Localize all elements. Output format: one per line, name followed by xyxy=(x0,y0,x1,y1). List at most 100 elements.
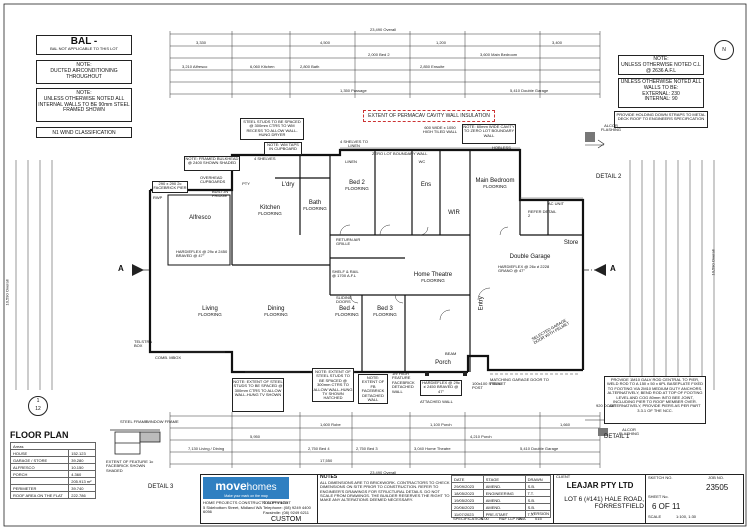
dim-top-1: 3,210 Alfresco xyxy=(182,64,208,69)
north-point-icon: N xyxy=(714,40,734,60)
notes-panel: NOTES ALL DIMENSIONS ARE TO BRICKWORK. C… xyxy=(317,474,452,523)
dim-top-6: 4,500 xyxy=(320,40,331,45)
table-row: 205.913 m² xyxy=(9,477,96,485)
room-bed-4-floor: FLOORING xyxy=(335,311,359,317)
room-bath-floor: FLOORING xyxy=(303,205,327,211)
room-wc: WC xyxy=(412,159,432,164)
dim-bot-1: 7,130 Living / Dining xyxy=(188,446,225,451)
shelf-rail-label: SHELF & RAIL @ 1700 A.F.L xyxy=(332,269,359,279)
permacav-insulation-note: EXTENT OF PERMACAV CAVITY WALL INSULATIO… xyxy=(363,110,495,122)
company-name: HOME PROJECTS CONSTRUCTION PTY LTD xyxy=(203,500,288,505)
room-bed-2-floor: FLOORING xyxy=(345,185,369,191)
detail-2-label: DETAIL 2 xyxy=(596,174,622,180)
dim-top-7: 3,400 xyxy=(552,40,563,45)
floor-plan-title: FLOOR PLAN xyxy=(10,430,69,440)
perimeter-value: 39.740 xyxy=(68,484,96,492)
built-in-fridge: BUILT-IN FRIDGE xyxy=(212,189,229,199)
overhead-cupboards: OVERHEAD CUPBOARDS xyxy=(200,175,226,185)
ceiling-note-head: NOTE: xyxy=(653,56,669,62)
rev-date: 18/05/2023 xyxy=(451,489,484,497)
sheet-no-label: SHEET No. xyxy=(648,494,669,499)
room-store: Store xyxy=(560,240,582,247)
section-marker-icon[interactable]: 1 12 xyxy=(28,396,48,416)
room-linen-name: LINEN xyxy=(345,159,357,164)
room-porch: Porch xyxy=(428,360,458,367)
room-kitchen-name: Kitchen xyxy=(259,205,280,211)
room-pantry: PTY xyxy=(236,181,256,186)
dim-bot-7: 17,550 xyxy=(320,458,333,463)
bal-sub: BAL NOT APPLICABLE TO THIS LOT xyxy=(50,46,118,51)
matching-garage-door: MATCHING GARAGE DOOR TO PELMET xyxy=(490,377,549,387)
room-porch-name: Porch xyxy=(435,360,451,366)
title-block: movehomes Make your mark on the map HOME… xyxy=(200,474,744,524)
detail3-label: DETAIL 3 xyxy=(148,484,174,490)
rev-stage: AMEND. xyxy=(482,482,526,490)
logo-homes: homes xyxy=(246,482,277,493)
detail3-window-frame: WINDOW FRAME xyxy=(146,419,179,424)
attached-wall: ATTACHED WALL xyxy=(420,399,453,404)
section-a-left: A xyxy=(118,264,124,273)
area-label xyxy=(9,477,70,485)
section-marker-num: 1 xyxy=(36,398,40,404)
ceiling-note-body: UNLESS OTHERWISE NOTED C.L @ 2636 A.F.L xyxy=(621,61,701,74)
lp-value: N/A xyxy=(519,516,526,521)
tv-studs-hatched-note: NOTE: EXTENT OF STEEL STUDS TO BE SPACED… xyxy=(312,368,354,402)
overall-right-dim: 10,590 Overall xyxy=(710,249,716,276)
dim-bot-3: 2,750 Bed 3 xyxy=(356,446,378,451)
room-ensuite-name: Ens xyxy=(420,182,432,188)
room-alfresco: Alfresco xyxy=(178,215,222,222)
copyright: © COPYRIGHT xyxy=(263,500,291,505)
facebrick-extent-note: NOTE: EXTENT OF FB FACEBRICK DETACHED WA… xyxy=(358,374,388,404)
suburb: FORRESTFIELD xyxy=(594,503,644,511)
detail3-steel-frame: STEEL FRAME xyxy=(120,419,148,424)
area-value: 10.150 xyxy=(68,463,96,471)
internal-walls-body: UNLESS OTHERWISE NOTED ALL INTERNAL WALL… xyxy=(38,95,130,114)
area-label: GARAGE / STORE xyxy=(9,456,70,464)
dim-bot-0: 5,950 xyxy=(250,434,261,439)
room-main-bedroom-floor: FLOORING xyxy=(483,183,507,189)
area-label: ALFRESCO xyxy=(9,463,70,471)
feature-wall-note: 1hr HIGH FEATURE FACEBRICK DETACHED WALL xyxy=(392,371,415,394)
ceiling-note: NOTE: UNLESS OTHERWISE NOTED C.L @ 2636 … xyxy=(618,55,704,75)
version-value: 015 xyxy=(535,516,542,521)
dim-bot-6: 5,410 Double Garage xyxy=(520,446,559,451)
rev-drawn: S.B. xyxy=(524,503,552,511)
rev-drawn: T.T. xyxy=(524,510,552,518)
roof-area-value: 222.786 xyxy=(68,491,96,499)
client-panel: CLIENT LEAJAR PTY LTD LOT 6 (#141) HALE … xyxy=(553,474,646,523)
rev-drawn: S.B. xyxy=(524,482,552,490)
overall-bottom-dim: 23,490 Overall xyxy=(370,470,397,475)
dim-bot-2: 2,750 Bed 4 xyxy=(308,446,330,451)
room-bed-4-name: Bed 4 xyxy=(339,306,355,312)
client-name: LEAJAR PTY LTD xyxy=(566,481,634,491)
dim-top-9: 1,350 Passage xyxy=(340,88,367,93)
hobless-note: HOBLESS xyxy=(492,145,511,150)
overall-left-dim: 10,590 Overall xyxy=(4,279,10,306)
linen-shelves-note: 4 SHELVES TO LINEN xyxy=(339,139,368,149)
room-alfresco-name: Alfresco xyxy=(189,215,211,221)
door-920-label: 920 DOOR xyxy=(596,403,616,408)
internal-walls-head: NOTE: xyxy=(76,90,92,96)
scale-value: 1:100, 1:30 xyxy=(676,514,697,519)
rev-header-date: DATE xyxy=(451,475,484,483)
room-living-floor: FLOORING xyxy=(198,311,222,317)
area-value: 152.123 xyxy=(68,449,96,457)
sliding-doors-label: SLIDING DOORS xyxy=(336,295,353,305)
refer-detail-2: REFER DETAIL 2 xyxy=(528,209,557,219)
sheet-no: 6 OF 11 xyxy=(652,502,681,511)
room-bed-3-name: Bed 3 xyxy=(377,306,393,312)
tv-studs-note: NOTE: EXTENT OF STEEL STUDS TO BE SPACED… xyxy=(232,378,284,412)
series-label: CUSTOM xyxy=(271,516,302,523)
